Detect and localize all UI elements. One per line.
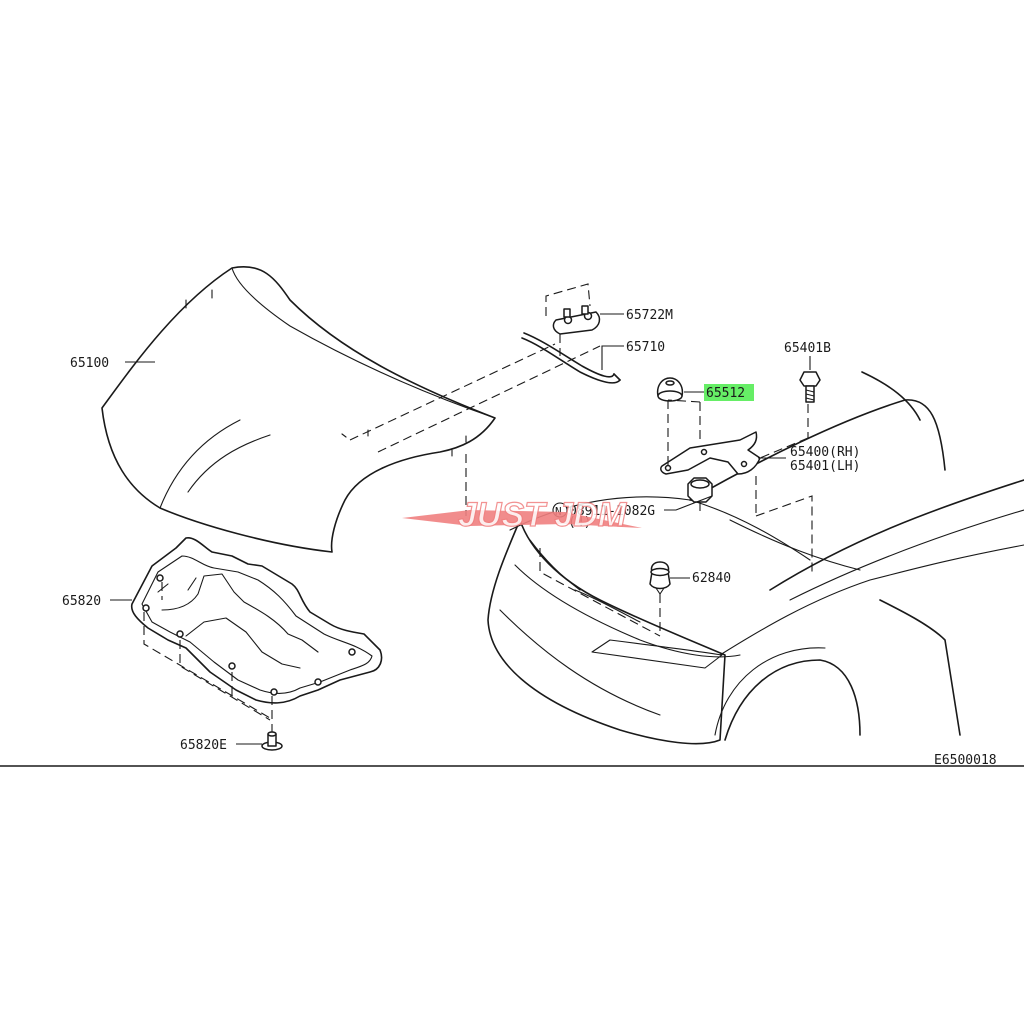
label-bolt: 65401B [784, 341, 831, 356]
label-clip: 65820E [180, 738, 227, 753]
leader-lines [110, 313, 811, 745]
bumper-rubber-part [656, 377, 684, 402]
label-hood: 65100 [70, 356, 109, 371]
grommet-part [649, 561, 671, 595]
highlight-box [704, 384, 754, 401]
watermark-logo: JUST JDM [402, 495, 642, 535]
label-hinge-rh: 65400(RH) [790, 445, 860, 460]
hinge-part [660, 431, 761, 475]
bolt-part [799, 371, 821, 403]
clip-part [261, 731, 283, 751]
diagram-code: E6500018 [934, 753, 997, 768]
label-support-rod: 65710 [626, 340, 665, 355]
label-striker: 65722M [626, 308, 673, 323]
striker-part [552, 305, 601, 335]
label-nut-marker: N [555, 505, 562, 518]
assembly-lines [143, 283, 813, 732]
label-bumper-rubber: 65512 [706, 386, 745, 401]
car-body [487, 371, 1024, 745]
support-rod-part [521, 332, 621, 384]
nut-part [687, 477, 713, 503]
watermark-text: JUST JDM [458, 496, 627, 534]
undercover-part [130, 537, 383, 704]
hood-panel [101, 265, 496, 553]
label-hinge-lh: 65401(LH) [790, 459, 860, 474]
label-grommet: 62840 [692, 571, 731, 586]
label-undercover: 65820 [62, 594, 101, 609]
label-nut: 08911-1082G [569, 504, 655, 519]
